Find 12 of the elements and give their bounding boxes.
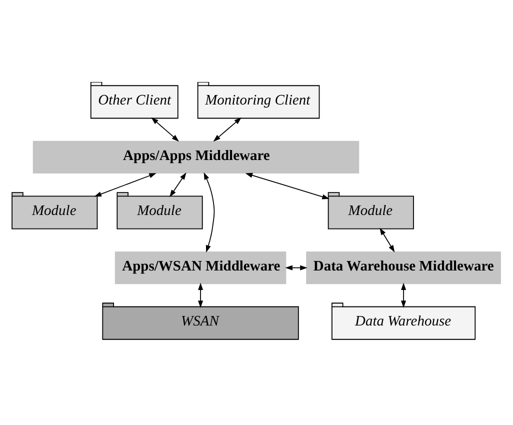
node-box: Apps/Apps Middleware	[32, 140, 360, 174]
node-box: Apps/WSAN Middleware	[114, 251, 286, 284]
arrow	[198, 282, 204, 308]
arrow	[94, 173, 156, 197]
arrow	[380, 228, 395, 252]
arrow	[170, 172, 186, 198]
arrow	[213, 117, 242, 142]
arrow	[204, 172, 215, 252]
node-box: Data Warehouse Middleware	[306, 251, 501, 284]
arrow	[151, 117, 180, 142]
arrow	[245, 172, 330, 200]
arrow	[401, 282, 406, 308]
